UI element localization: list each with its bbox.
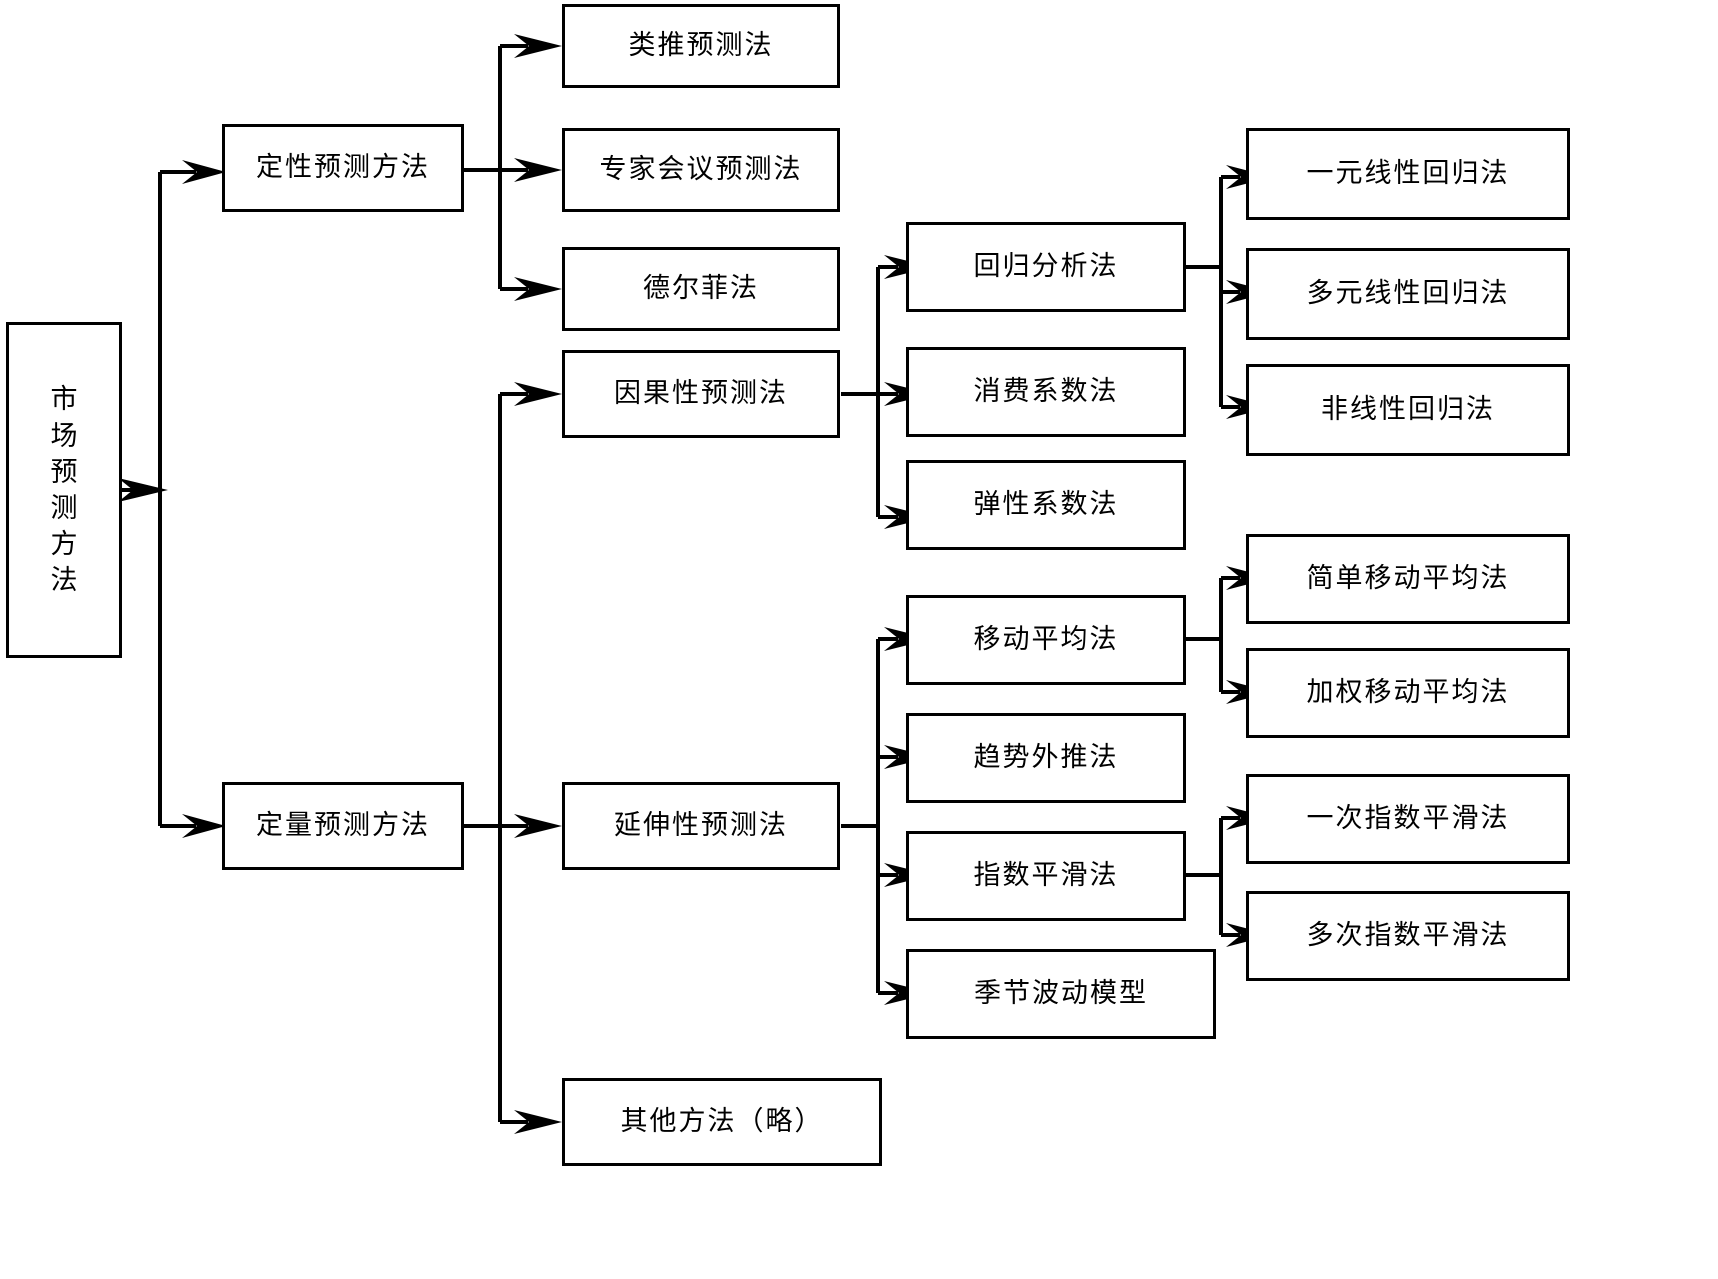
node-moving-average[interactable]: 移动平均法 bbox=[906, 595, 1186, 685]
node-weighted-moving-average[interactable]: 加权移动平均法 bbox=[1246, 648, 1570, 738]
root-char-3: 测 bbox=[50, 493, 78, 523]
node-multiple-exponential-smoothing[interactable]: 多次指数平滑法 bbox=[1246, 891, 1570, 981]
node-qualitative-methods[interactable]: 定性预测方法 bbox=[222, 124, 464, 212]
node-elasticity-coefficient[interactable]: 弹性系数法 bbox=[906, 460, 1186, 550]
node-exponential-smoothing[interactable]: 指数平滑法 bbox=[906, 831, 1186, 921]
node-multiple-linear-regression[interactable]: 多元线性回归法 bbox=[1246, 248, 1570, 340]
node-causal-forecast[interactable]: 因果性预测法 bbox=[562, 350, 840, 438]
root-char-0: 市 bbox=[50, 384, 78, 415]
node-simple-linear-regression[interactable]: 一元线性回归法 bbox=[1246, 128, 1570, 220]
node-seasonal-fluctuation-model[interactable]: 季节波动模型 bbox=[906, 949, 1216, 1039]
node-root[interactable]: 市 场 预 测 方 法 bbox=[6, 322, 122, 658]
node-regression-analysis[interactable]: 回归分析法 bbox=[906, 222, 1186, 312]
node-consumption-coefficient[interactable]: 消费系数法 bbox=[906, 347, 1186, 437]
node-simple-moving-average[interactable]: 简单移动平均法 bbox=[1246, 534, 1570, 624]
node-extrapolation-forecast[interactable]: 延伸性预测法 bbox=[562, 782, 840, 870]
node-quantitative-methods[interactable]: 定量预测方法 bbox=[222, 782, 464, 870]
root-char-5: 法 bbox=[50, 565, 78, 596]
node-analogy-forecast[interactable]: 类推预测法 bbox=[562, 4, 840, 88]
root-char-4: 方 bbox=[50, 529, 78, 560]
root-char-2: 预 bbox=[50, 456, 78, 487]
node-other-methods[interactable]: 其他方法（略） bbox=[562, 1078, 882, 1166]
node-trend-extrapolation[interactable]: 趋势外推法 bbox=[906, 713, 1186, 803]
node-single-exponential-smoothing[interactable]: 一次指数平滑法 bbox=[1246, 774, 1570, 864]
node-nonlinear-regression[interactable]: 非线性回归法 bbox=[1246, 364, 1570, 456]
root-char-1: 场 bbox=[50, 420, 78, 451]
node-expert-meeting-forecast[interactable]: 专家会议预测法 bbox=[562, 128, 840, 212]
node-delphi-method[interactable]: 德尔菲法 bbox=[562, 247, 840, 331]
